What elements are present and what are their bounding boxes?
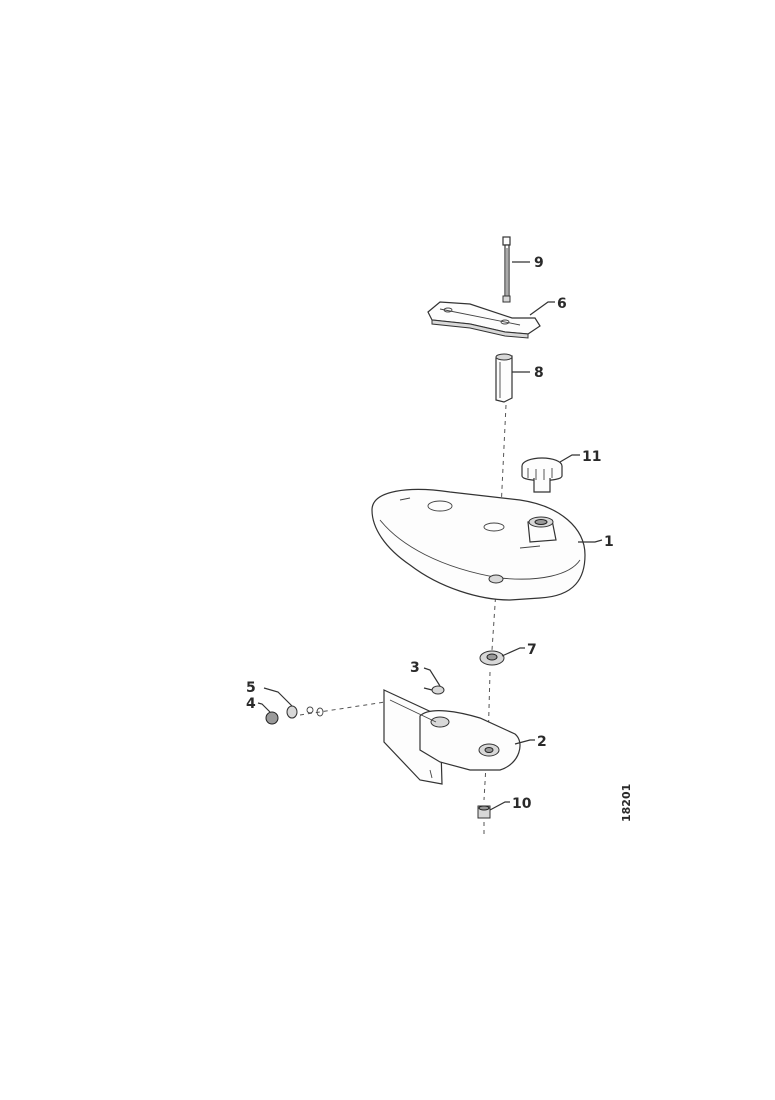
assembly-axis-lines [299,404,507,838]
part-nut-4 [265,711,279,725]
drawing-reference-number: 18201 [620,784,633,822]
part-filler-cap-11 [521,457,563,493]
part-small-bits [306,706,324,717]
callout-label-3: 3 [410,660,420,676]
callout-label-5: 5 [246,680,256,696]
part-screw-3 [423,685,445,695]
part-bolt-9 [502,236,511,303]
callout-label-6: 6 [557,296,567,312]
callout-label-10: 10 [512,796,532,812]
callout-label-9: 9 [534,255,544,271]
callout-label-7: 7 [527,642,537,658]
callout-label-1: 1 [604,534,614,550]
callout-label-8: 8 [534,365,544,381]
callout-label-4: 4 [246,696,256,712]
part-spacer-sleeve-8 [495,353,513,403]
part-clamp-plate-6 [427,301,541,339]
part-bracket-2 [383,689,521,785]
part-nut-10 [477,805,491,819]
callout-label-2: 2 [537,734,547,750]
part-grommet-7 [479,650,505,666]
callout-label-11: 11 [582,449,601,465]
callout-leaders [257,261,603,811]
callout-labels: 9 6 8 11 1 7 2 3 5 4 10 [246,255,614,812]
part-washer-5 [286,705,298,719]
part-fuel-tank-1 [371,488,586,601]
